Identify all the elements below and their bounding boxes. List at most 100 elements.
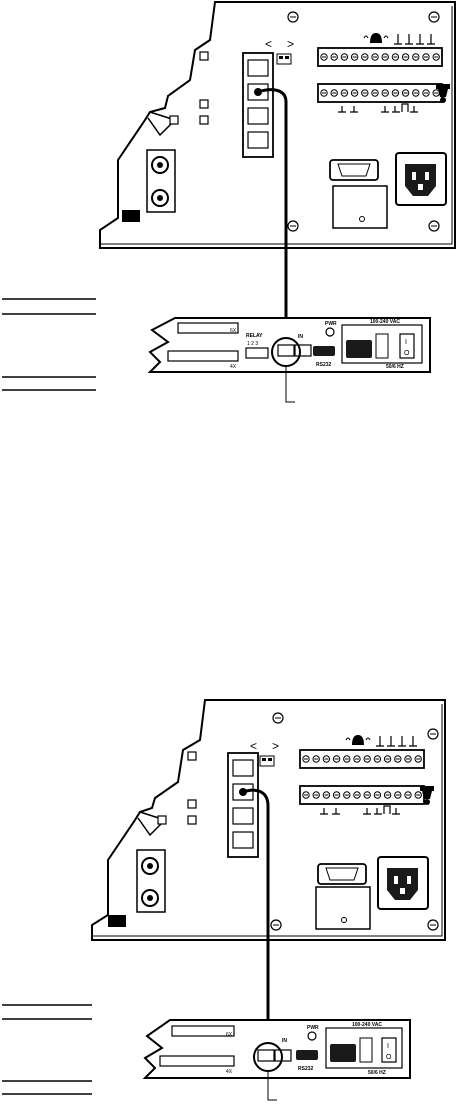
edge-connector-icon bbox=[199, 99, 209, 109]
rs232-label: RS232 bbox=[316, 362, 332, 368]
bnc-connector-group bbox=[108, 849, 166, 927]
edge-connector-icon bbox=[199, 115, 209, 125]
fuse-holder bbox=[359, 1037, 373, 1063]
arrow-right-icon: > bbox=[287, 37, 294, 51]
dome-camera-icon bbox=[436, 84, 450, 103]
in-rj45-port bbox=[257, 1049, 275, 1062]
panel-break-line bbox=[147, 111, 177, 137]
blank-cover-plate bbox=[332, 185, 388, 229]
switch-off-label: O bbox=[404, 350, 410, 357]
rj45-port bbox=[247, 131, 269, 149]
diagram-bottom: < > bbox=[2, 699, 446, 1101]
edge-connector-icon bbox=[157, 815, 167, 825]
terminal-block-relay bbox=[299, 785, 425, 805]
relay-symbol-icons bbox=[338, 103, 418, 113]
arrow-right-icon: > bbox=[272, 739, 279, 753]
arrow-left-icon: < bbox=[250, 739, 257, 753]
network-cable bbox=[257, 88, 288, 350]
rj45-port-stack bbox=[227, 752, 259, 858]
switch-on-label: I bbox=[387, 1043, 389, 1050]
terminal-block-alarm bbox=[299, 749, 425, 769]
relay-symbol-icons bbox=[320, 805, 400, 815]
db9-serial-port bbox=[329, 159, 379, 195]
rs232-port bbox=[296, 1050, 318, 1060]
edge-connector-icon bbox=[169, 115, 179, 125]
main-unit-panel-inner-edge bbox=[100, 6, 453, 245]
alarm-bell-icon bbox=[363, 33, 389, 43]
terminal-bank-upper bbox=[171, 1025, 235, 1037]
screw-icon bbox=[270, 919, 282, 931]
cable-plug-icon bbox=[254, 88, 262, 96]
dip-switch bbox=[276, 53, 292, 65]
freq-label: 50/6 HZ bbox=[386, 364, 404, 370]
main-unit-panel-inner-edge bbox=[92, 704, 443, 937]
bank-a-label: 6X bbox=[226, 1032, 233, 1038]
edge-connector-icon bbox=[187, 815, 197, 825]
arrow-left-icon: < bbox=[265, 37, 272, 51]
screw-icon bbox=[272, 712, 284, 724]
bnc-connector-group bbox=[122, 149, 176, 222]
pwr-label: PWR bbox=[325, 321, 337, 327]
alarm-bell-icon bbox=[345, 735, 371, 745]
rj45-port bbox=[247, 107, 269, 125]
terminal-bank-upper bbox=[177, 322, 239, 334]
device-power-inlet bbox=[330, 1044, 356, 1062]
diagram-top: < > bbox=[2, 1, 456, 403]
terminal-block-alarm bbox=[317, 47, 443, 67]
device-power-inlet bbox=[346, 340, 372, 358]
rj45-port bbox=[232, 759, 254, 777]
cable-plug-icon bbox=[239, 788, 247, 796]
edge-connector-icon bbox=[187, 799, 197, 809]
edge-connector-icon bbox=[199, 51, 209, 61]
in-rj45-port bbox=[274, 1049, 292, 1062]
pwr-led-icon bbox=[325, 327, 335, 337]
callout-leader bbox=[267, 1071, 277, 1101]
relay-numbers: 1 2 3 bbox=[247, 341, 258, 347]
peripheral-device: 6X 4X RELAY 1 2 3 IN PWR RS232 100-240 V… bbox=[147, 317, 431, 373]
screw-icon bbox=[428, 11, 440, 23]
power-inlet bbox=[395, 152, 447, 206]
power-switch bbox=[381, 1037, 397, 1063]
pwr-led-icon bbox=[307, 1031, 317, 1041]
screw-icon bbox=[427, 919, 439, 931]
in-port-label: IN bbox=[282, 1038, 287, 1044]
screw-icon bbox=[428, 220, 440, 232]
in-rj45-port bbox=[277, 344, 295, 357]
in-rj45-port bbox=[294, 344, 312, 357]
callout-leader bbox=[285, 366, 295, 403]
ground-symbol-icons bbox=[376, 736, 417, 747]
power-inlet bbox=[377, 856, 429, 910]
voltage-label: 100-240 VAC bbox=[370, 319, 400, 325]
screw-icon bbox=[287, 11, 299, 23]
fuse-holder bbox=[375, 333, 389, 359]
switch-on-label: I bbox=[405, 339, 407, 346]
rs232-port bbox=[313, 346, 335, 356]
freq-label: 50/6 HZ bbox=[368, 1070, 386, 1076]
rj45-port bbox=[232, 831, 254, 849]
screw-icon bbox=[427, 728, 439, 740]
relay-terminal bbox=[245, 347, 269, 359]
ground-symbol-icons bbox=[394, 34, 435, 45]
switch-off-label: O bbox=[386, 1054, 392, 1061]
blank-cover-plate bbox=[315, 886, 371, 930]
pwr-label: PWR bbox=[307, 1025, 319, 1031]
power-switch bbox=[399, 333, 415, 359]
rj45-port bbox=[232, 807, 254, 825]
rj45-port-stack bbox=[242, 52, 274, 158]
terminal-block-relay bbox=[317, 83, 443, 103]
relay-label: RELAY bbox=[246, 333, 263, 339]
rs232-label: RS232 bbox=[298, 1066, 314, 1072]
bank-b-label: 4X bbox=[230, 364, 237, 370]
peripheral-device: 6X 4X IN PWR RS232 100-240 VAC I O 50/6 … bbox=[142, 1019, 411, 1079]
dip-switch bbox=[259, 755, 275, 767]
terminal-bank-lower bbox=[159, 1055, 235, 1067]
panel-break-line bbox=[137, 811, 167, 837]
rj45-port bbox=[247, 59, 269, 77]
bank-a-label: 6X bbox=[230, 328, 237, 334]
edge-connector-icon bbox=[187, 751, 197, 761]
voltage-label: 100-240 VAC bbox=[352, 1022, 382, 1028]
screw-icon bbox=[287, 220, 299, 232]
in-port-label: IN bbox=[298, 334, 303, 340]
dome-camera-icon bbox=[420, 786, 434, 805]
